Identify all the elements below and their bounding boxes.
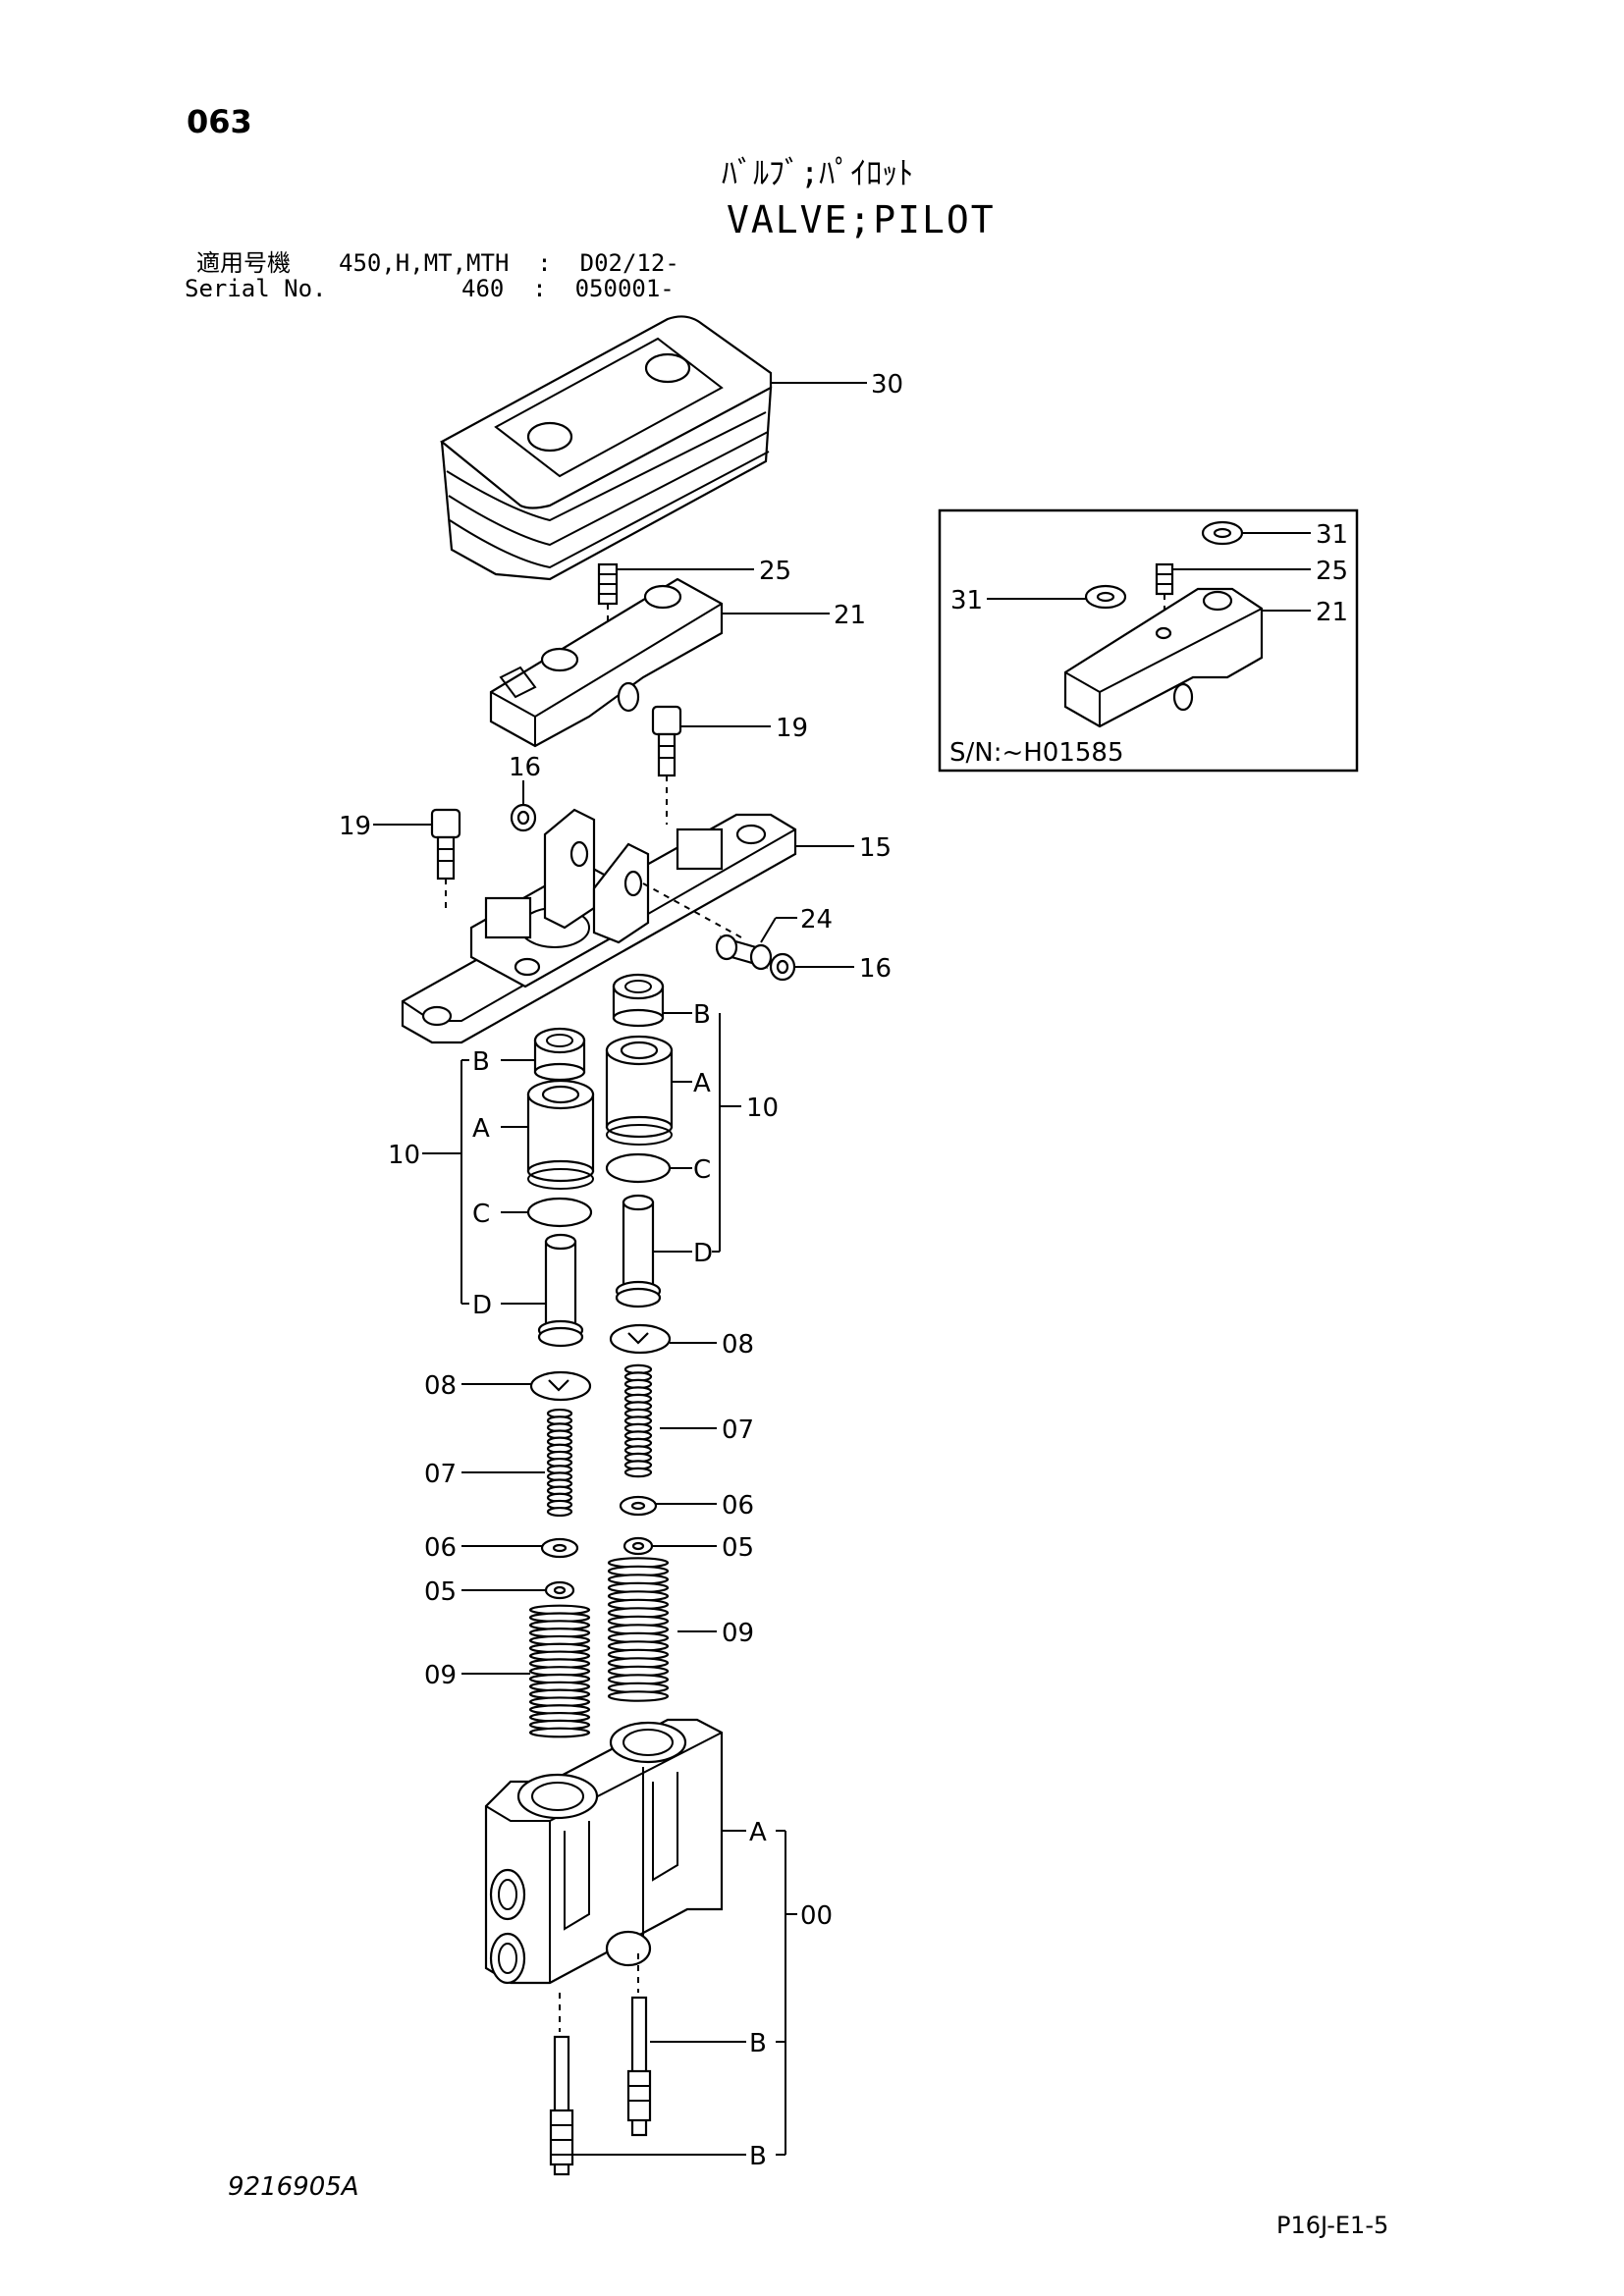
part-24-pin: [715, 934, 773, 971]
inset-callout-25: 25: [1316, 557, 1348, 586]
title-japanese: ﾊﾞﾙﾌﾞ;ﾊﾟｲﾛｯﾄ: [722, 154, 914, 191]
part-spool-left-B: [549, 2035, 574, 2176]
callout-10-left: 10: [388, 1141, 420, 1170]
left-plunger-D: [537, 1233, 584, 1348]
callout-10-right: 10: [746, 1094, 779, 1123]
right-seal-B: [612, 973, 665, 1028]
part-spool-right-B: [626, 1996, 652, 2137]
callout-08-right: 08: [722, 1330, 754, 1360]
right-oring-C: [605, 1152, 672, 1184]
right-guide-A: [605, 1035, 674, 1146]
serial-label-en: Serial No.: [185, 275, 327, 302]
inset-caption: S/N:~H01585: [949, 738, 1124, 768]
serial-label-jp: 適用号機: [196, 249, 291, 277]
callout-A-left: A: [472, 1114, 490, 1144]
part-07-spring-right: [623, 1363, 653, 1478]
callout-09-right: 09: [722, 1619, 754, 1648]
callout-B-spool-upper: B: [749, 2029, 767, 2058]
right-plunger-D: [615, 1194, 662, 1308]
part-05-washer-left: [544, 1580, 575, 1600]
callout-19-right: 19: [776, 714, 808, 743]
part-19-bolt-left: [430, 808, 461, 913]
callout-19-left: 19: [339, 812, 371, 841]
callout-16-top: 16: [509, 753, 541, 782]
callout-labels: 30 25 21 19 16 19 15 24 16 B A 10 B A 10…: [339, 370, 1348, 2171]
left-oring-C: [526, 1197, 593, 1228]
callout-25: 25: [759, 557, 791, 586]
callout-06-right: 06: [722, 1491, 754, 1521]
sheet-code: P16J-E1-5: [1276, 2212, 1389, 2239]
callout-24: 24: [800, 905, 833, 934]
part-06-washer-right: [619, 1495, 658, 1517]
callout-05-left: 05: [424, 1577, 457, 1607]
part-15-plate: [401, 808, 797, 1044]
callout-B-spool-lower: B: [749, 2142, 767, 2171]
page-number: 063: [187, 103, 252, 140]
callout-B-right: B: [693, 1000, 711, 1030]
callout-07-right: 07: [722, 1415, 754, 1445]
serial-value-models: 450,H,MT,MTH : D02/12-: [339, 249, 679, 277]
callout-A-body: A: [749, 1818, 767, 1847]
callout-C-left: C: [472, 1200, 490, 1229]
inset-callout-31-left: 31: [950, 586, 983, 615]
part-09-spring-right: [607, 1557, 670, 1702]
part-16-washer-top: [510, 803, 537, 832]
callout-B-left: B: [472, 1047, 490, 1077]
inset-callout-31-top: 31: [1316, 520, 1348, 550]
callout-A-right: A: [693, 1069, 711, 1098]
inset-old-version: S/N:~H01585: [938, 508, 1359, 773]
callout-09-left: 09: [424, 1661, 457, 1690]
part-00-valve-body: [484, 1718, 724, 2032]
callout-05-right: 05: [722, 1533, 754, 1563]
part-06-washer-left: [540, 1537, 579, 1559]
part-30-boot: [440, 315, 773, 581]
callout-16-right: 16: [859, 954, 892, 984]
part-09-spring-left: [528, 1604, 591, 1738]
callout-06-left: 06: [424, 1533, 457, 1563]
part-16-washer-right: [769, 952, 796, 982]
callout-C-right: C: [693, 1155, 711, 1185]
title-english: VALVE;PILOT: [727, 198, 996, 241]
inset-callout-21: 21: [1316, 598, 1348, 627]
callout-D-left: D: [472, 1291, 492, 1320]
callout-08-left: 08: [424, 1371, 457, 1401]
leader-lines: [373, 382, 1311, 2156]
left-guide-A: [526, 1079, 595, 1190]
serial-value-range: 460 : 050001-: [461, 275, 675, 302]
part-08-seat-left: [529, 1370, 592, 1402]
part-07-spring-left: [546, 1408, 573, 1518]
left-seal-B: [533, 1027, 586, 1082]
callout-00: 00: [800, 1901, 833, 1931]
part-19-bolt-right: [651, 705, 682, 825]
callout-21: 21: [834, 601, 866, 630]
drawing-number: 9216905A: [228, 2172, 359, 2202]
part-08-seat-right: [609, 1323, 672, 1355]
callout-07-left: 07: [424, 1460, 457, 1489]
part-05-washer-right: [623, 1536, 654, 1556]
callout-D-right: D: [693, 1239, 713, 1268]
part-21-cam-plate: [489, 577, 724, 748]
callout-30: 30: [871, 370, 903, 400]
callout-15: 15: [859, 833, 892, 863]
